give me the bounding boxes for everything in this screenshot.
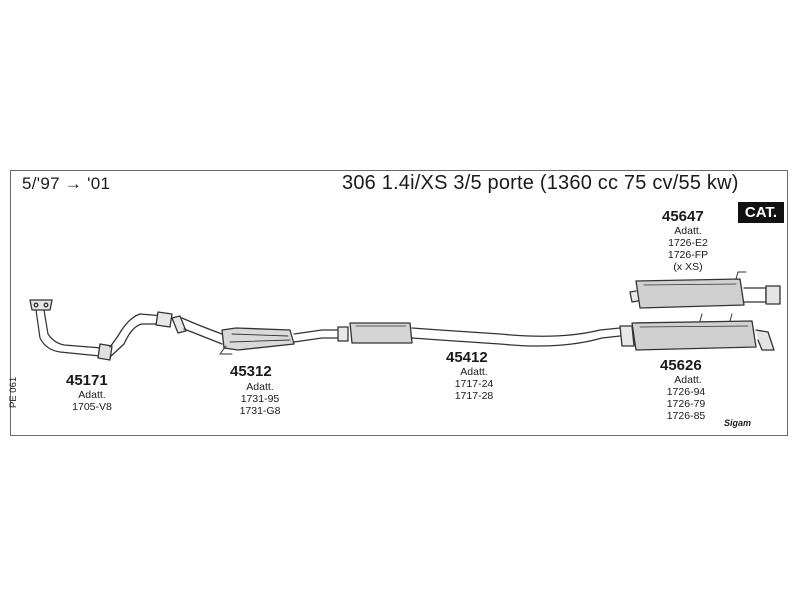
part-45647-adapt-label: Adatt. <box>674 225 702 237</box>
cat-badge: CAT. <box>738 202 784 223</box>
part-45412-adapt-label: Adatt. <box>460 366 488 378</box>
catalytic-converter-45312 <box>171 315 349 355</box>
part-45171-adapt-label: Adatt. <box>78 389 106 401</box>
part-45647-ref: (x XS) <box>673 261 703 273</box>
vehicle-model-title: 306 1.4i/XS 3/5 porte (1360 cc 75 cv/55 … <box>342 172 739 194</box>
rear-silencer-45626 <box>619 313 775 351</box>
part-45312-adapt-label: Adatt. <box>246 381 274 393</box>
part-number-45412: 45412 <box>446 349 488 366</box>
part-45312-ref: 1731-G8 <box>239 405 281 417</box>
part-45626-ref: 1726-79 <box>666 398 706 410</box>
center-silencer-45412 <box>349 322 621 347</box>
part-45626-ref: 1726-85 <box>666 410 706 422</box>
part-45626-ref: 1726-94 <box>666 386 706 398</box>
part-45647-ref: 1726-FP <box>667 249 709 261</box>
part-number-45171: 45171 <box>66 372 108 389</box>
part-number-45647: 45647 <box>662 208 704 225</box>
part-45626-adapt-label: Adatt. <box>674 374 702 386</box>
part-45171-ref: 1705-V8 <box>72 401 112 413</box>
part-45412-ref: 1717-28 <box>454 390 494 402</box>
part-45647-ref: 1726-E2 <box>668 237 708 249</box>
part-45312-ref: 1731-95 <box>240 393 280 405</box>
part-number-45626: 45626 <box>660 357 702 374</box>
signature-mark: Sigam <box>724 418 752 428</box>
part-number-45312: 45312 <box>230 363 272 380</box>
front-flange <box>29 299 53 311</box>
rear-silencer-45647 <box>629 271 781 309</box>
part-45412-ref: 1717-24 <box>454 378 494 390</box>
date-range: 5/'97 → '01 <box>22 174 111 193</box>
catalog-code: PE 061 <box>8 376 19 408</box>
front-pipe-45171 <box>35 309 173 361</box>
